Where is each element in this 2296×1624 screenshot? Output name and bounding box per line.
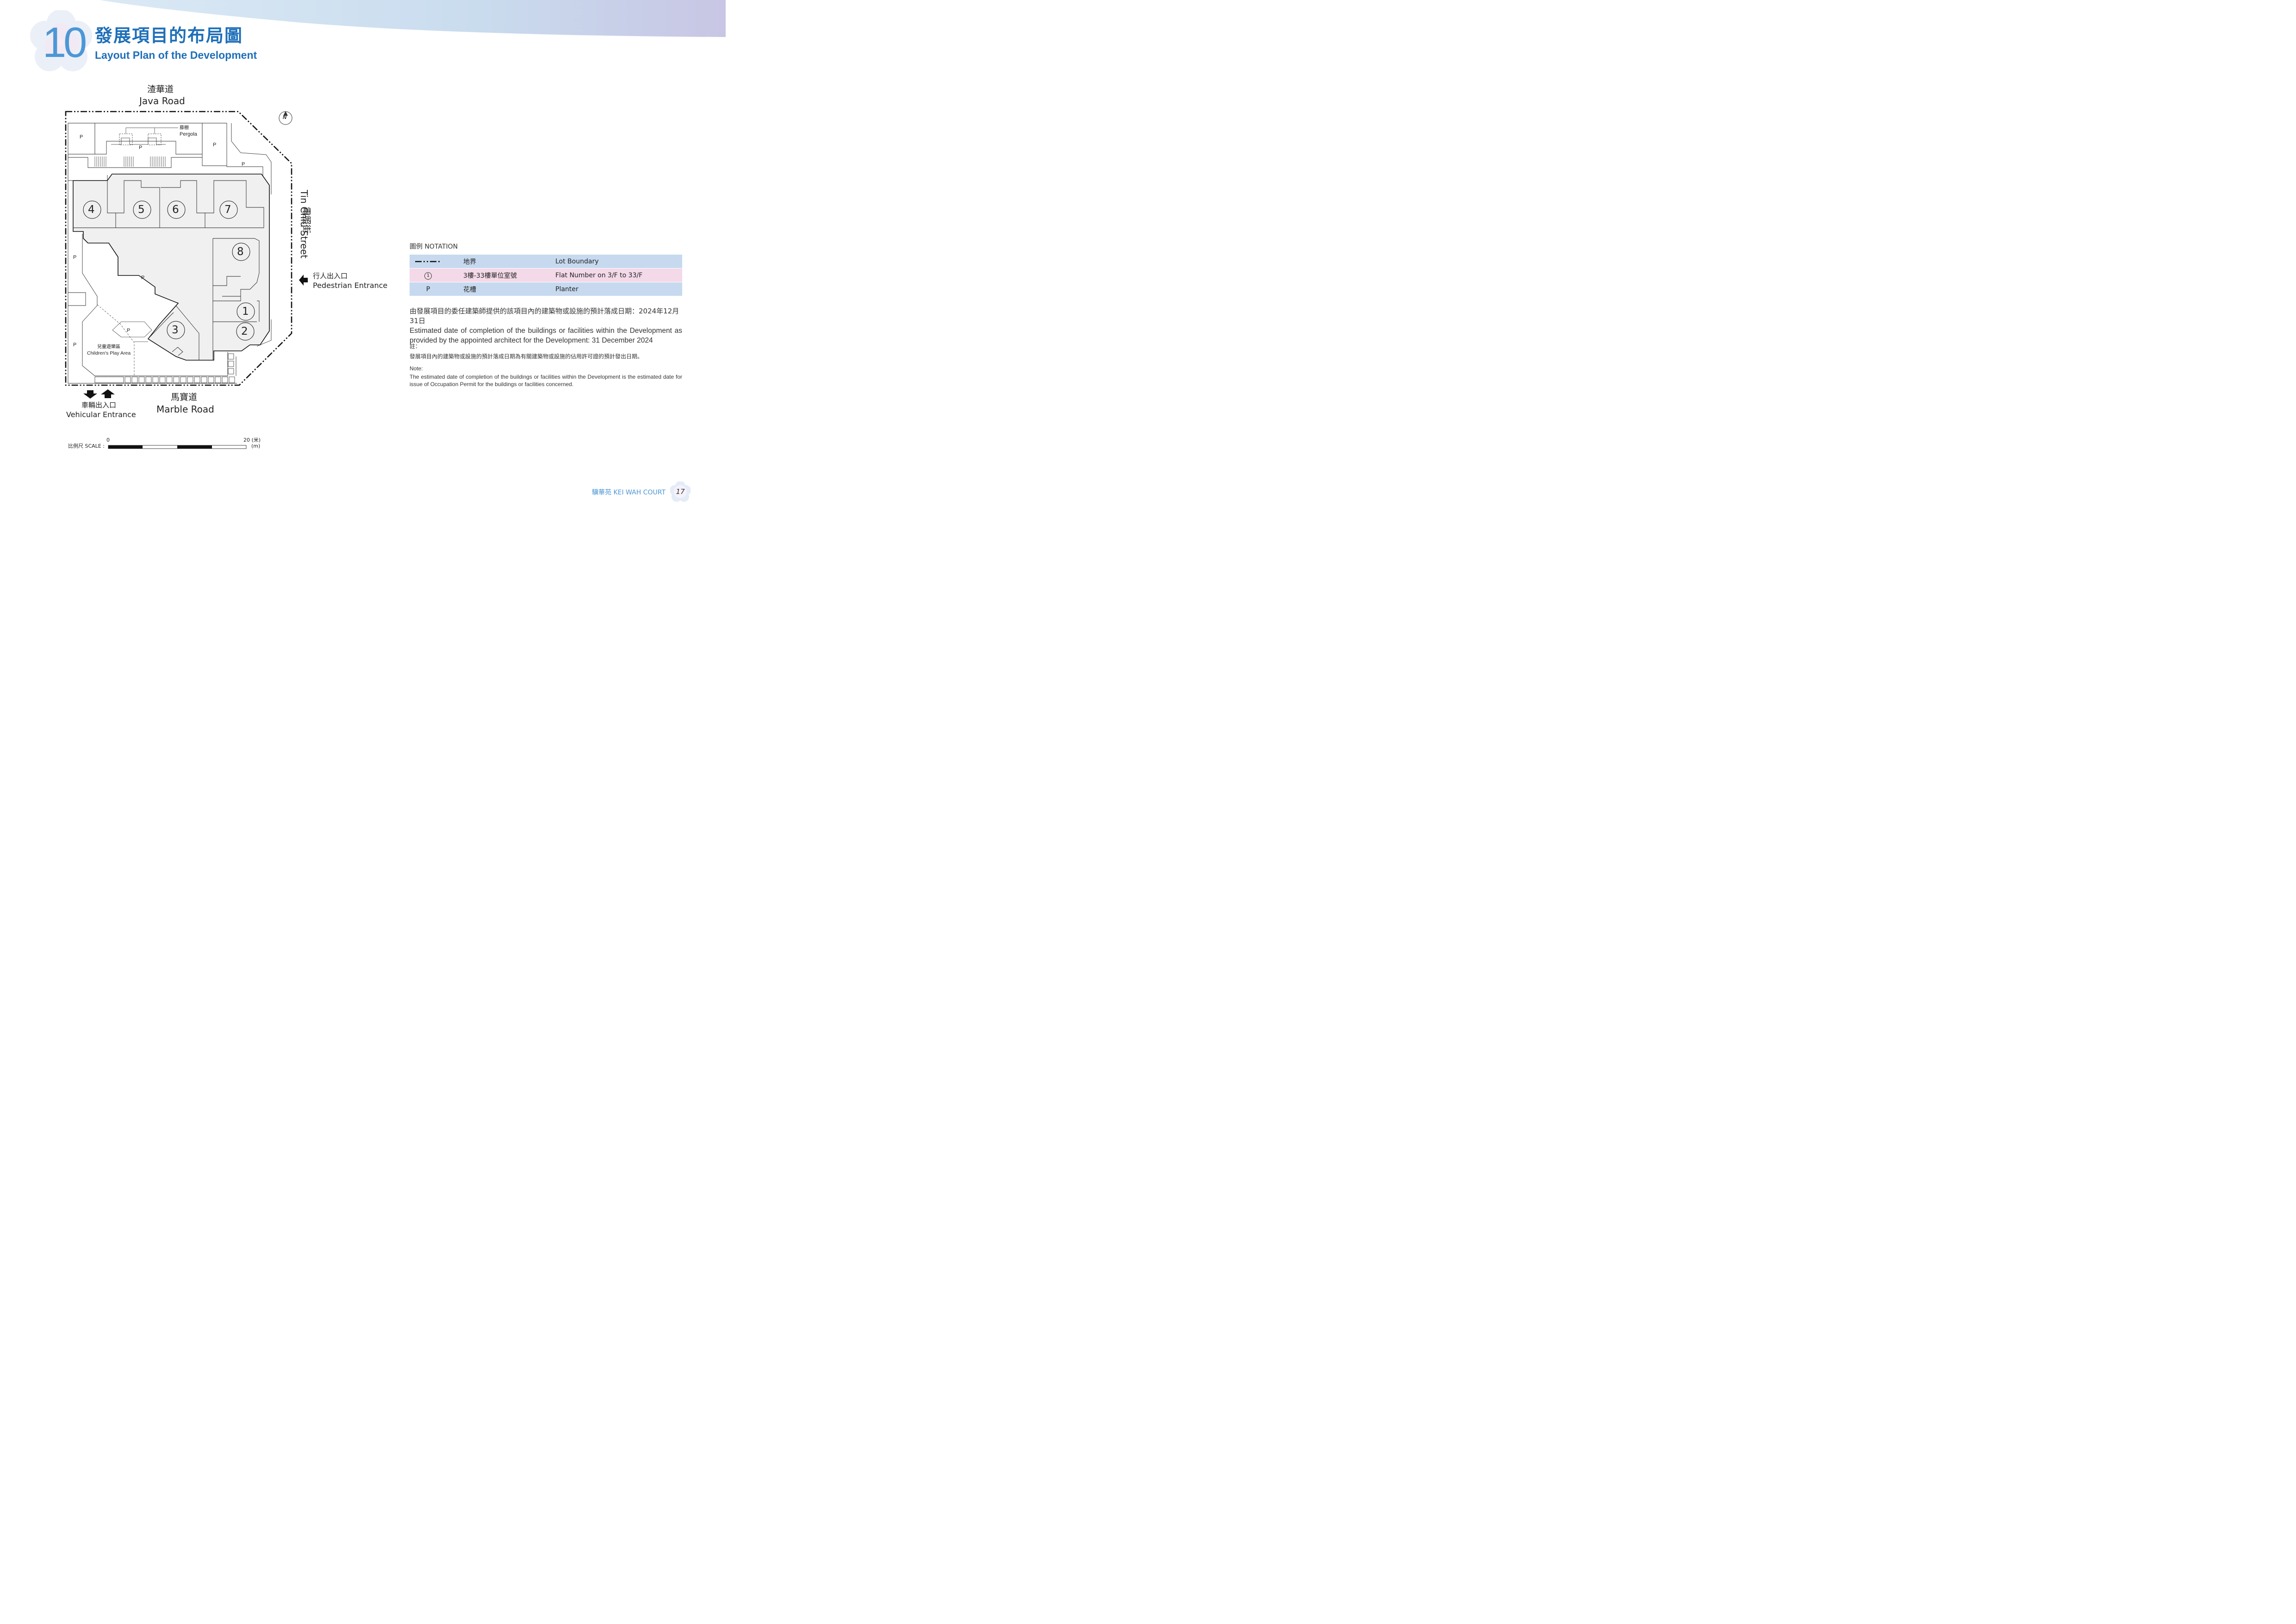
flat-circle [167,200,186,219]
flat-number: 7 [224,204,231,216]
notation-row: P 花槽 Planter [410,282,682,296]
flat-circle [219,200,238,219]
notation-row: 地界 Lot Boundary [410,255,682,269]
vehicle-in-arrow-icon [101,389,115,398]
vehicular-entrance-label-zh: 車輛出入口 [81,401,117,409]
flat-circle [236,322,255,341]
page-title-en: Layout Plan of the Development [95,49,257,61]
section-flower-badge [30,10,92,71]
pergola-label-zh: 藤棚 [180,125,189,131]
planter-mark: P [213,142,217,148]
flat-number: 4 [88,204,95,216]
north-label: N [283,115,286,120]
flat-number: 2 [241,325,248,337]
notation-zh: 3樓-33樓單位室號 [447,268,555,282]
flat-circle [83,200,101,219]
pedestrian-entrance-label-en: Pedestrian Entrance [313,281,388,290]
planter-mark: P [242,162,245,167]
building-footprint [73,174,270,361]
flat-circle [133,200,151,219]
planter-mark: P [80,134,83,140]
planter-symbol: P [410,282,447,296]
scale-unit-label: (m) [251,443,261,449]
java-road-label-zh: 渣華道 [147,84,174,94]
java-road-label-en: Java Road [139,95,185,106]
note-zh: 發展項目內的建築物或設施的預計落成日期為有關建築物或設施的佔用許可證的預計發出日… [410,353,643,360]
scale-label: 比例尺 SCALE : [68,443,105,449]
flat-number: 8 [237,246,244,258]
header-wave-decoration [100,0,726,37]
notation-en: Planter [555,282,682,296]
play-area-label-zh: 兒童遊樂區 [97,344,120,350]
completion-date-en: Estimated date of completion of the buil… [410,327,682,344]
notes-block: 註： 發展項目內的建築物或設施的預計落成日期為有關建築物或設施的佔用許可證的預計… [410,343,682,388]
marble-road-label-zh: 馬寶道 [171,392,198,402]
vehicular-entrance-label-en: Vehicular Entrance [66,410,136,419]
scale-end-label: 20 (米) [243,437,261,443]
notation-en: Lot Boundary [555,255,682,269]
completion-date-zh: 由發展項目的委任建築師提供的該項目內的建築物或設施的預計落成日期：2024年12… [410,307,679,325]
page-number: 17 [676,487,685,496]
page-title-zh: 發展項目的布局圖 [95,25,243,46]
flat-circle [232,243,250,261]
lot-boundary-symbol [410,255,447,269]
planter-mark: P [141,275,145,281]
page-number-badge [670,481,691,502]
notation-title: 圖例 NOTATION [410,243,458,250]
pergola-label-en: Pergola [180,131,197,137]
planter-mark: P [127,328,131,333]
tin-chiu-street-label-en: Tin Chiu Street [299,190,310,259]
scale-zero-label: 0 [106,437,110,443]
completion-date-block: 由發展項目的委任建築師提供的該項目內的建築物或設施的預計落成日期：2024年12… [410,306,682,345]
footer-development-name: 驥華苑 KEI WAH COURT [592,489,666,496]
note-label-zh: 註： [410,343,421,350]
flat-number: 6 [172,204,179,216]
flat-number: 3 [172,324,179,336]
marble-road-label-en: Marble Road [156,404,214,415]
layout-plan-drawing [65,111,308,449]
north-arrow-icon [279,111,292,125]
notation-zh: 花槽 [447,282,555,296]
notation-row: 1 3樓-33樓單位室號 Flat Number on 3/F to 33/F [410,268,682,282]
pedestrian-entrance-label-zh: 行人出入口 [313,272,348,280]
notation-zh: 地界 [447,255,555,269]
pedestrian-entrance-arrow-icon [299,275,308,286]
section-number: 10 [43,19,87,66]
planter-mark: P [73,342,77,348]
flat-number-symbol: 1 [410,268,447,282]
flat-number: 5 [138,204,145,216]
flat-number: 1 [242,306,249,318]
flat-circle [236,302,255,321]
planter-mark: P [139,145,143,150]
notation-en: Flat Number on 3/F to 33/F [555,268,682,282]
note-label-en: Note: [410,365,423,372]
notation-table: 地界 Lot Boundary 1 3樓-33樓單位室號 Flat Number… [410,255,682,296]
vehicle-out-arrow-icon [83,390,97,399]
planter-mark: P [73,255,77,260]
lot-boundary-line [65,111,292,386]
play-area-label-en: Children's Play Area [87,350,131,356]
flat-circle [167,321,185,339]
note-en: The estimated date of completion of the … [410,374,682,387]
scale-bar [108,445,247,449]
